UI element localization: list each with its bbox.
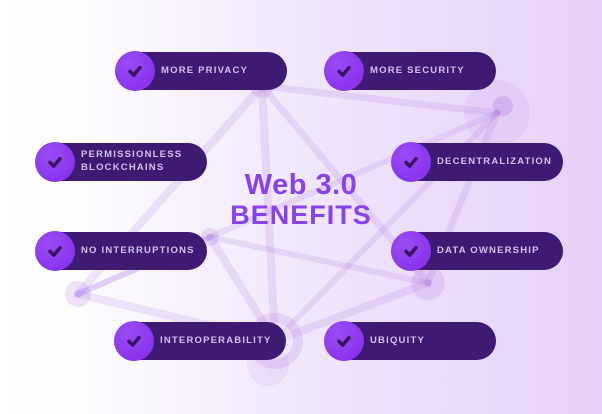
benefit-pill-ubiquity: UBIQUITY [324,321,496,361]
network-node [493,96,513,116]
check-icon [337,335,351,347]
check-badge [115,51,155,91]
network-node [201,228,219,246]
benefit-pill-decentralization: DECENTRALIZATION [391,142,563,182]
network-node [464,80,530,146]
check-badge [391,142,431,182]
check-icon [127,335,141,347]
check-badge [324,321,364,361]
check-badge [114,321,154,361]
benefit-pill-more-privacy: MORE PRIVACY [115,51,287,91]
check-badge [391,231,431,271]
benefit-pill-no-interruptions: NO INTERRUPTIONS [35,231,207,271]
check-badge [35,231,75,271]
benefit-pill-more-security: MORE SECURITY [324,51,496,91]
check-icon [404,245,418,257]
check-icon [48,156,62,168]
network-node [411,266,445,300]
page-title: Web 3.0 BENEFITS [181,170,421,230]
check-badge [35,142,75,182]
check-icon [337,65,351,77]
benefit-label: DECENTRALIZATION [437,155,553,167]
benefit-label: PERMISSIONLESS BLOCKCHAINS [81,149,183,173]
check-badge [324,51,364,91]
check-icon [128,65,142,77]
title-line-1: Web 3.0 [244,169,358,201]
check-icon [404,156,418,168]
benefit-pill-data-ownership: DATA OWNERSHIP [391,231,563,271]
benefit-label: NO INTERRUPTIONS [81,244,195,256]
network-node [65,281,91,307]
benefit-pill-permissionless-blockchains: PERMISSIONLESS BLOCKCHAINS [35,142,207,182]
benefit-label: INTEROPERABILITY [160,334,272,346]
benefit-label: MORE PRIVACY [161,64,249,76]
title-line-2: BENEFITS [230,200,372,230]
benefit-label: MORE SECURITY [370,64,465,76]
benefit-label: DATA OWNERSHIP [437,244,540,256]
benefit-label: UBIQUITY [370,334,425,346]
benefit-pill-interoperability: INTEROPERABILITY [114,321,286,361]
check-icon [48,245,62,257]
